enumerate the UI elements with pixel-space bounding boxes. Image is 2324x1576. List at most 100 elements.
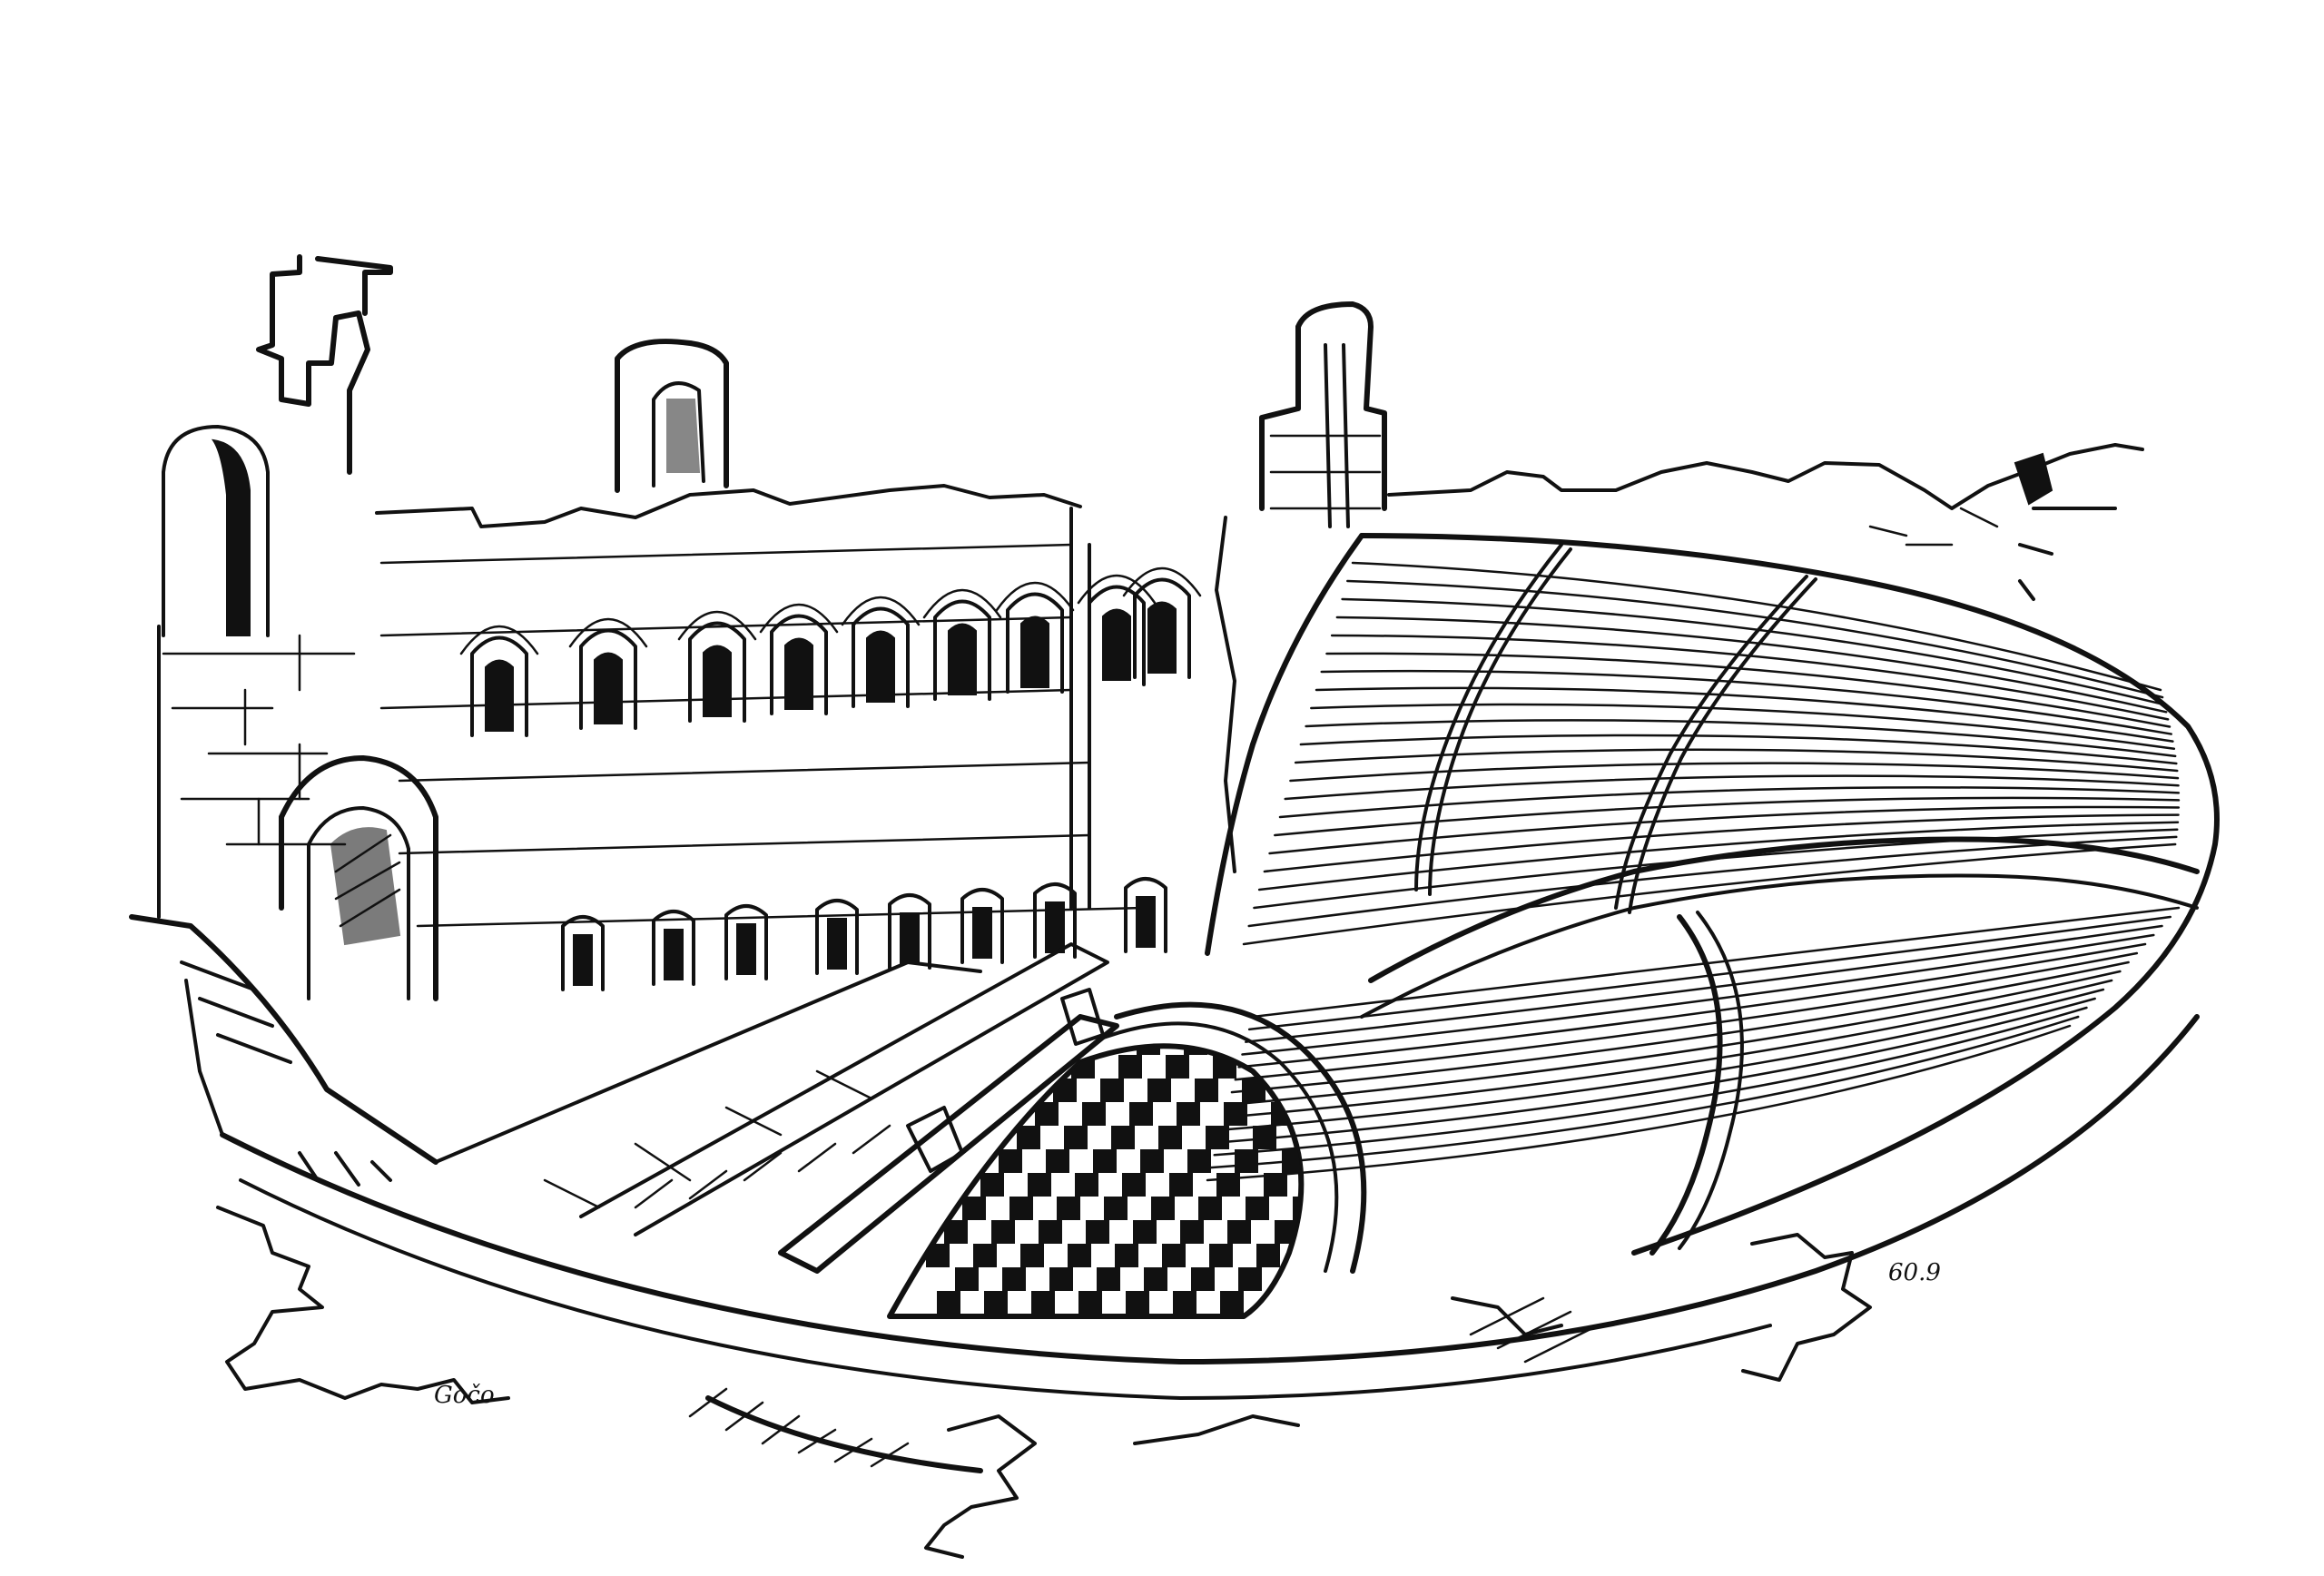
checker-tile bbox=[1187, 1149, 1211, 1173]
checker-tile bbox=[1057, 1197, 1080, 1220]
checker-tile bbox=[1075, 1173, 1098, 1197]
lower-seat-row bbox=[1209, 1015, 2080, 1169]
checker-tile bbox=[1144, 1267, 1167, 1291]
checker-tile bbox=[1137, 1046, 1160, 1055]
checker-tile bbox=[1224, 1102, 1247, 1126]
seat-row bbox=[1325, 652, 2171, 728]
checker-tile bbox=[1198, 1197, 1222, 1220]
stage-area bbox=[434, 942, 1119, 1274]
lower-window bbox=[815, 899, 859, 975]
window-shadow bbox=[703, 645, 732, 717]
checker-tile bbox=[1242, 1079, 1265, 1102]
lower-window bbox=[960, 888, 1004, 964]
checker-tile bbox=[1267, 1291, 1291, 1315]
window-shadow bbox=[948, 623, 977, 695]
checker-tile bbox=[1264, 1173, 1287, 1197]
checker-tile bbox=[1249, 1315, 1273, 1316]
checker-tile bbox=[1097, 1267, 1120, 1291]
checker-tile bbox=[872, 1008, 895, 1031]
lower-window bbox=[1033, 882, 1077, 959]
checker-tile bbox=[1311, 1173, 1334, 1197]
checker-tile bbox=[1293, 1197, 1302, 1220]
window-arch-voussoir bbox=[995, 581, 1075, 612]
checker-tile bbox=[1013, 1315, 1037, 1316]
checker-tile bbox=[999, 1149, 1022, 1173]
checker-tile bbox=[1060, 1315, 1084, 1316]
checker-tile bbox=[890, 1055, 906, 1079]
checker-tile bbox=[1315, 1291, 1338, 1315]
window-arch-voussoir bbox=[568, 617, 648, 648]
window-arch-voussoir bbox=[1122, 566, 1202, 597]
lower-seat-row bbox=[1216, 997, 2096, 1144]
checker-tile bbox=[1202, 1315, 1226, 1316]
seat-row bbox=[1315, 686, 2174, 743]
lower-seat-row bbox=[1226, 970, 2122, 1107]
checker-tile bbox=[1155, 1008, 1178, 1031]
left-tower bbox=[157, 254, 393, 919]
checker-tile bbox=[1216, 1173, 1240, 1197]
seat-row bbox=[1310, 703, 2176, 751]
checker-tile bbox=[1082, 1102, 1106, 1126]
checker-tile bbox=[1115, 1244, 1138, 1267]
checker-tile bbox=[1064, 1126, 1088, 1149]
checker-tile bbox=[1031, 1291, 1055, 1315]
seat-row bbox=[1320, 669, 2173, 735]
seat-row bbox=[1247, 835, 2178, 928]
lower-seat-row bbox=[1220, 988, 2105, 1131]
checker-tile bbox=[1177, 1102, 1200, 1126]
window-shadow bbox=[784, 637, 813, 710]
checker-tile bbox=[901, 1046, 924, 1055]
checker-tile bbox=[1166, 1055, 1189, 1079]
checker-tile bbox=[1017, 1126, 1040, 1149]
checker-tile bbox=[1195, 1079, 1218, 1102]
right-tower bbox=[1215, 301, 1387, 873]
lower-window bbox=[561, 915, 605, 991]
lower-seat-row bbox=[1245, 924, 2163, 1043]
seat-row bbox=[1299, 734, 2178, 765]
arched-window bbox=[1088, 585, 1146, 686]
checker-tile bbox=[1191, 1267, 1215, 1291]
checker-tile bbox=[1068, 1244, 1091, 1267]
checker-tile bbox=[966, 1008, 990, 1031]
seat-row bbox=[1257, 821, 2180, 891]
seat-row bbox=[1341, 597, 2166, 706]
lower-window-shadow bbox=[664, 929, 684, 980]
lower-window-shadow bbox=[972, 907, 992, 959]
window-arch-voussoir bbox=[1077, 574, 1157, 605]
window-arch-voussoir bbox=[759, 603, 839, 634]
checker-tile bbox=[1049, 1267, 1073, 1291]
checker-tile bbox=[991, 1220, 1015, 1244]
checker-tile bbox=[1256, 1244, 1280, 1267]
checker-tile bbox=[1238, 1267, 1262, 1291]
checker-tile bbox=[1169, 1173, 1193, 1197]
seat-rows bbox=[1206, 561, 2181, 1182]
lower-seat-row bbox=[1241, 933, 2155, 1056]
checker-tile bbox=[915, 1197, 939, 1220]
checker-tile bbox=[1162, 1244, 1186, 1267]
orchestra bbox=[872, 1001, 1403, 1319]
checker-tile bbox=[1104, 1197, 1128, 1220]
window-shadow bbox=[866, 630, 895, 703]
checker-tile bbox=[1100, 1079, 1124, 1102]
window-arch-voussoir bbox=[677, 610, 757, 641]
checker-tile bbox=[1133, 1220, 1157, 1244]
lower-window-row bbox=[561, 877, 1167, 991]
seat-row bbox=[1346, 579, 2164, 699]
checker-tile bbox=[1093, 1149, 1117, 1173]
window-shadow bbox=[485, 659, 514, 732]
checker-tile bbox=[1111, 1126, 1135, 1149]
cavea-seating bbox=[1205, 533, 2220, 1256]
window-shadow bbox=[1102, 608, 1131, 681]
checker-tile bbox=[1380, 1267, 1403, 1291]
checker-tile bbox=[984, 1291, 1008, 1315]
checker-tile bbox=[1028, 1173, 1051, 1197]
lower-window-shadow bbox=[900, 912, 920, 964]
lower-seat-row bbox=[1230, 960, 2130, 1094]
checker-tile bbox=[1253, 1126, 1276, 1149]
checker-tile bbox=[944, 1220, 968, 1244]
checker-tile bbox=[955, 1267, 979, 1291]
lower-seat-row bbox=[1234, 951, 2139, 1081]
seat-row bbox=[1289, 762, 2180, 783]
lower-seat-row bbox=[1251, 906, 2181, 1019]
